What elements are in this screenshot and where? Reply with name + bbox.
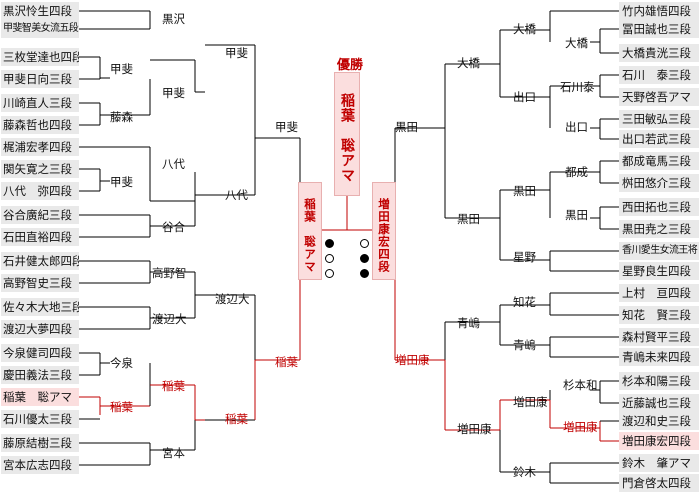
player-left-7[interactable]: 関矢寛之三段 [1, 160, 79, 178]
player-left-8[interactable]: 八代 弥四段 [1, 182, 79, 200]
winner-label: 黒沢 [162, 12, 185, 26]
champion-heading: 優勝 [336, 58, 363, 73]
player-right-0[interactable]: 竹内雄悟四段 [619, 2, 699, 20]
player-right-11[interactable]: 香川愛生女流王将 [619, 242, 699, 260]
winner-label: 都成 [565, 165, 588, 179]
result-stone-right-1 [360, 254, 369, 263]
player-right-10[interactable]: 黒田尭之三段 [619, 220, 699, 238]
finalist-right-name[interactable]: 増田康宏四段 [372, 182, 396, 280]
player-left-2[interactable]: 三枚堂達也四段 [1, 48, 79, 66]
winner-label: 鈴木 [513, 465, 536, 479]
winner-label: 青嶋 [513, 338, 536, 352]
winner-label: 増田康 [563, 420, 598, 434]
player-right-7[interactable]: 都成竜馬三段 [619, 152, 699, 170]
winner-label: 甲斐 [275, 120, 298, 134]
winner-label: 黒田 [395, 120, 418, 134]
winner-label: 甲斐 [162, 86, 185, 100]
player-right-14[interactable]: 知花 賢三段 [619, 306, 699, 324]
winner-label: 今泉 [110, 356, 133, 370]
player-left-9[interactable]: 谷合廣紀三段 [1, 206, 79, 224]
result-stone-right-0 [360, 239, 369, 248]
result-stone-left-1 [325, 254, 334, 263]
winner-label: 高野智 [152, 266, 187, 280]
winner-label: 増田康 [395, 353, 430, 367]
player-right-19[interactable]: 渡辺和史三段 [619, 412, 699, 430]
winner-label: 八代 [162, 157, 185, 171]
winner-label: 稲葉 [110, 400, 133, 414]
winner-label: 八代 [225, 188, 248, 202]
player-right-1[interactable]: 冨田誠也三段 [619, 20, 699, 38]
winner-label: 藤森 [110, 110, 133, 124]
champion-name[interactable]: 稲葉 聡アマ [334, 72, 360, 196]
player-right-8[interactable]: 桝田悠介三段 [619, 174, 699, 192]
winner-label: 谷合 [162, 220, 185, 234]
winner-label: 青嶋 [457, 316, 480, 330]
player-right-21[interactable]: 鈴木 肇アマ [619, 454, 699, 472]
player-right-20[interactable]: 増田康宏四段 [619, 432, 699, 450]
result-stone-left-0 [325, 239, 334, 248]
player-right-6[interactable]: 出口若武三段 [619, 130, 699, 148]
player-right-13[interactable]: 上村 亘四段 [619, 284, 699, 302]
winner-label: 渡辺大 [152, 312, 187, 326]
winner-label: 黒田 [513, 184, 536, 198]
winner-label: 黒田 [565, 208, 588, 222]
winner-label: 黒田 [457, 212, 480, 226]
winner-label: 甲斐 [110, 62, 133, 76]
player-right-18[interactable]: 近藤誠也三段 [619, 394, 699, 412]
player-left-0[interactable]: 黒沢怜生四段 [1, 2, 79, 20]
result-stone-right-2 [360, 269, 369, 278]
player-right-15[interactable]: 森村賢平三段 [619, 328, 699, 346]
winner-label: 増田康 [457, 422, 492, 436]
winner-label: 稲葉 [225, 412, 248, 426]
winner-label: 甲斐 [110, 175, 133, 189]
finalist-left-name[interactable]: 稲葉 聡アマ [298, 182, 322, 280]
player-left-18[interactable]: 石川優太三段 [1, 410, 79, 428]
winner-label: 大橋 [513, 22, 536, 36]
winner-label: 稲葉 [162, 379, 185, 393]
player-right-12[interactable]: 星野良生四段 [619, 262, 699, 280]
winner-label: 渡辺大 [215, 292, 250, 306]
player-right-22[interactable]: 門倉啓太四段 [619, 474, 699, 492]
player-left-13[interactable]: 佐々木大地三段 [1, 298, 79, 316]
player-left-19[interactable]: 藤原結樹三段 [1, 434, 79, 452]
winner-label: 知花 [513, 295, 536, 309]
winner-label: 宮本 [162, 446, 185, 460]
winner-label: 大橋 [457, 56, 480, 70]
player-left-17[interactable]: 稲葉 聡アマ [1, 388, 79, 406]
winner-label: 増田康 [513, 395, 548, 409]
player-left-5[interactable]: 藤森哲也四段 [1, 116, 79, 134]
player-right-9[interactable]: 西田拓也三段 [619, 198, 699, 216]
player-left-1[interactable]: 甲斐智美女流五段 [1, 20, 79, 38]
player-right-16[interactable]: 青嶋未来四段 [619, 348, 699, 366]
player-left-15[interactable]: 今泉健司四段 [1, 344, 79, 362]
winner-label: 稲葉 [275, 355, 298, 369]
winner-label: 石川泰 [560, 80, 595, 94]
player-right-5[interactable]: 三田敏弘三段 [619, 110, 699, 128]
player-left-6[interactable]: 梶浦宏孝四段 [1, 138, 79, 156]
winner-label: 星野 [513, 250, 536, 264]
winner-label: 大橋 [565, 36, 588, 50]
winner-label: 甲斐 [225, 46, 248, 60]
winner-label: 杉本和 [563, 378, 598, 392]
result-stone-left-2 [325, 269, 334, 278]
winner-label: 出口 [513, 90, 536, 104]
player-right-2[interactable]: 大橋貴洸三段 [619, 44, 699, 62]
player-left-16[interactable]: 慶田義法三段 [1, 366, 79, 384]
player-left-3[interactable]: 甲斐日向三段 [1, 70, 79, 88]
player-left-14[interactable]: 渡辺大夢四段 [1, 320, 79, 338]
player-left-11[interactable]: 石井健太郎四段 [1, 252, 79, 270]
player-right-4[interactable]: 天野啓吾アマ [619, 88, 699, 106]
player-left-10[interactable]: 石田直裕四段 [1, 228, 79, 246]
player-left-20[interactable]: 宮本広志四段 [1, 456, 79, 474]
player-left-4[interactable]: 川崎直人三段 [1, 94, 79, 112]
player-right-3[interactable]: 石川 泰三段 [619, 66, 699, 84]
winner-label: 出口 [565, 120, 588, 134]
player-left-12[interactable]: 高野智史三段 [1, 274, 79, 292]
player-right-17[interactable]: 杉本和陽三段 [619, 372, 699, 390]
